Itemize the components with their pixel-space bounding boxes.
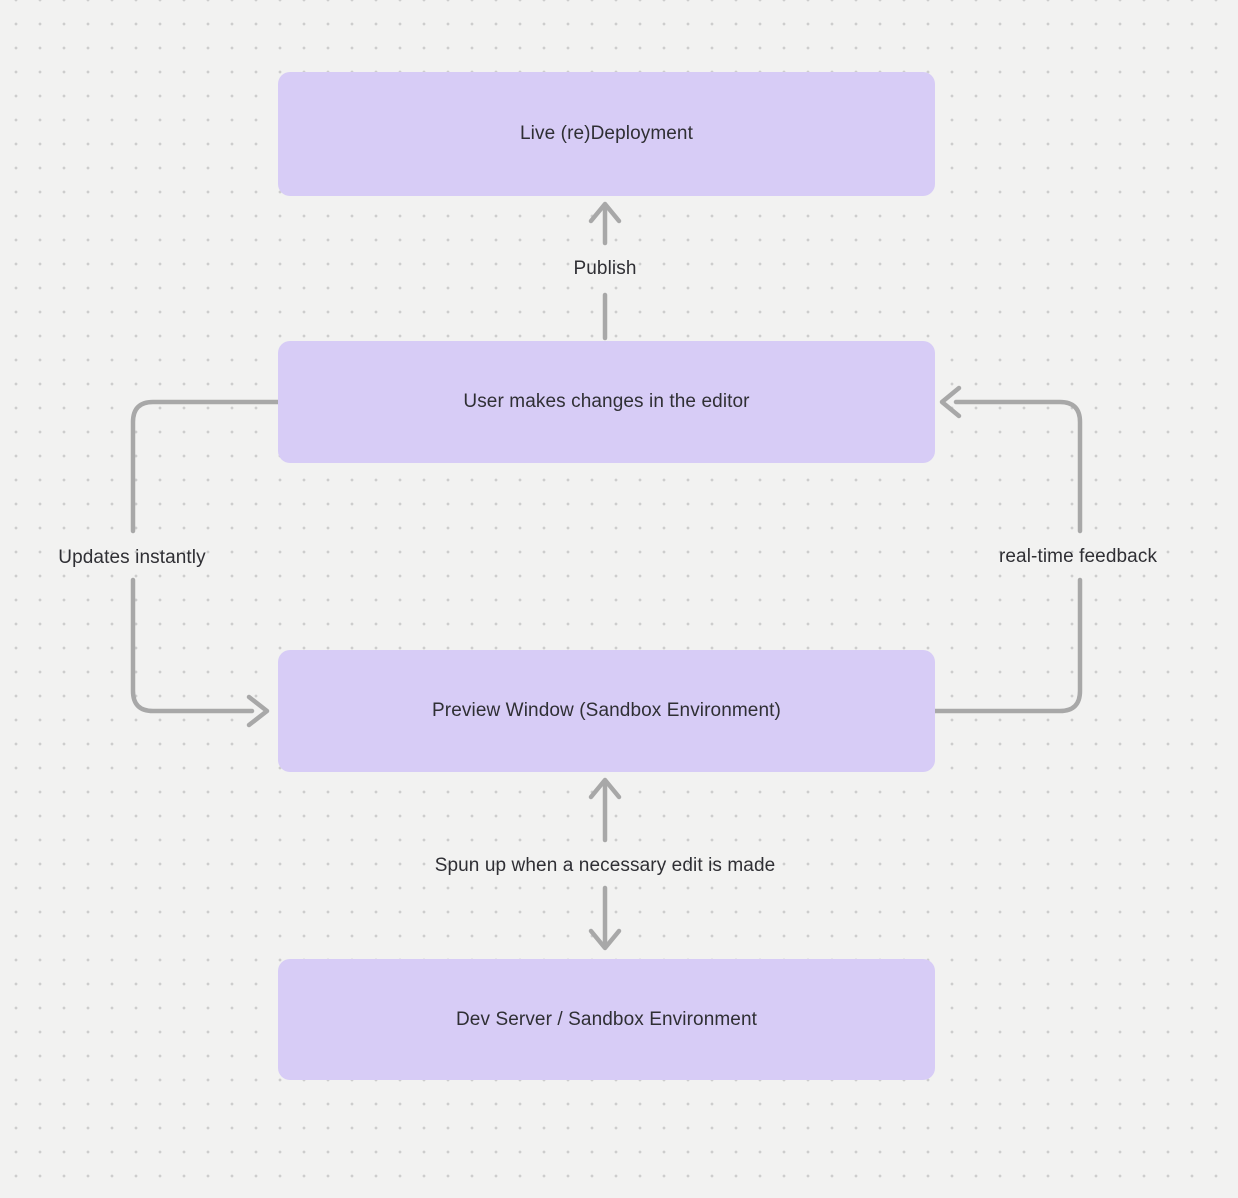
arrow-updates-instantly (130, 399, 281, 728)
node-label: User makes changes in the editor (463, 391, 750, 412)
arrow-spun-up (588, 777, 622, 951)
node-dev-server: Dev Server / Sandbox Environment (278, 959, 935, 1080)
edge-label-publish: Publish (573, 258, 637, 279)
arrow-publish (588, 201, 622, 341)
node-label: Live (re)Deployment (520, 123, 693, 144)
node-live-redeployment: Live (re)Deployment (278, 72, 935, 196)
edge-label-spun-up: Spun up when a necessary edit is made (434, 855, 776, 876)
edge-label-realtime-feedback: real-time feedback (998, 546, 1158, 567)
node-preview-window: Preview Window (Sandbox Environment) (278, 650, 935, 772)
arrow-realtime-feedback (932, 385, 1083, 714)
node-user-editor: User makes changes in the editor (278, 341, 935, 463)
edge-label-updates-instantly: Updates instantly (58, 547, 206, 568)
node-label: Dev Server / Sandbox Environment (455, 1008, 757, 1030)
node-label: Preview Window (Sandbox Environment) (432, 700, 781, 721)
